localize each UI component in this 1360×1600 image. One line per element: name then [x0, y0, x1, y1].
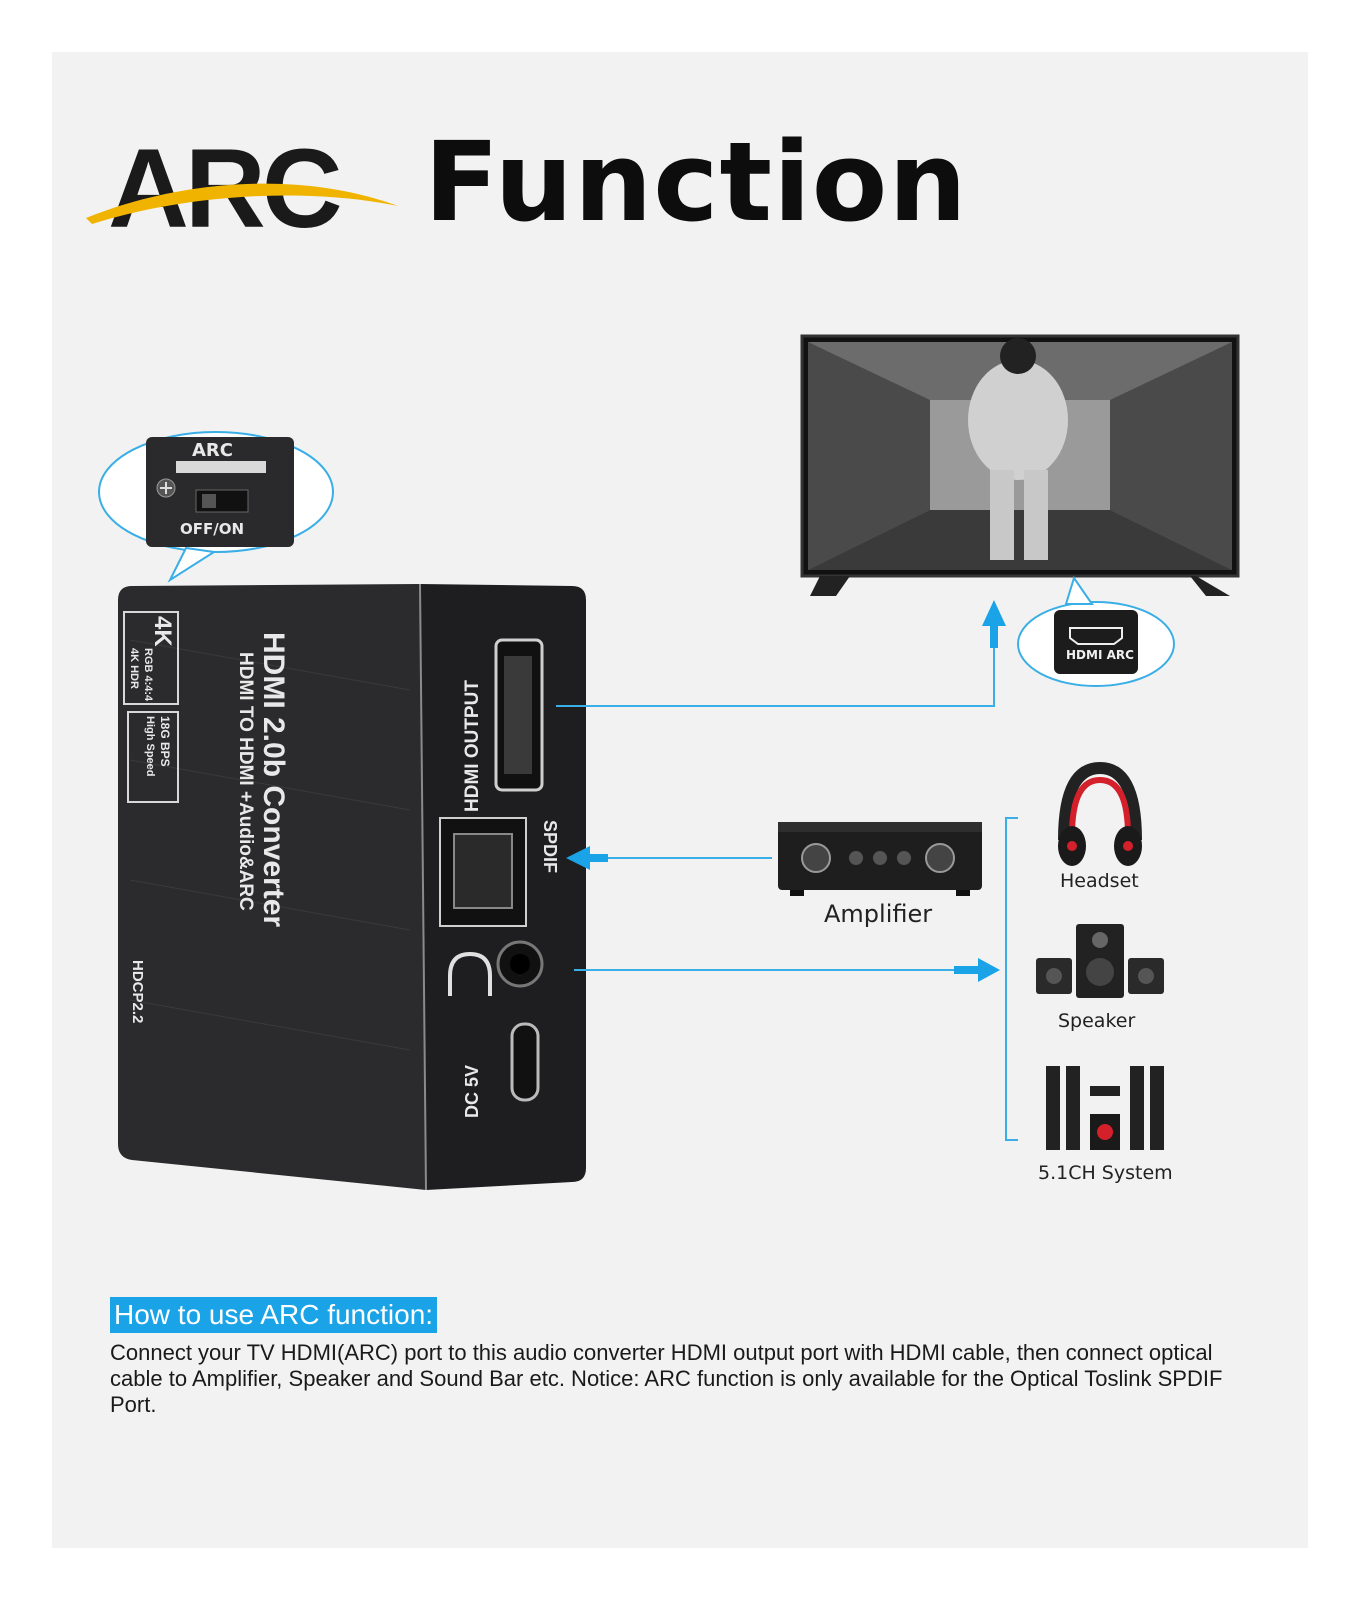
- device-4k-badge: 4K: [149, 616, 176, 647]
- speaker-label: Speaker: [1058, 1010, 1136, 1032]
- switch-arc-label: ARC: [192, 440, 234, 461]
- switch-state-label: OFF/ON: [180, 520, 245, 538]
- hdmi-arc-label: HDMI ARC: [1066, 648, 1134, 662]
- device-subtitle: HDMI TO HDMI +Audio&ARC: [235, 652, 256, 911]
- speaker-icon: [1036, 924, 1164, 998]
- arc-swoosh-icon: [86, 183, 398, 224]
- device-speed-label: 18G BPS: [158, 716, 172, 767]
- arrow-right-icon: [954, 958, 1000, 982]
- device-highspeed-label: High Speed: [144, 716, 156, 777]
- switch-callout: [98, 431, 334, 583]
- device-name: HDMI 2.0b Converter: [257, 632, 290, 928]
- amplifier-device: [778, 822, 982, 896]
- device-rgb-label: RGB 4:4:4: [142, 648, 154, 702]
- instructions-body: Connect your TV HDMI(ARC) port to this a…: [110, 1340, 1223, 1417]
- arrow-up-icon: [982, 600, 1006, 648]
- port-hdmi-output-label: HDMI OUTPUT: [462, 680, 483, 812]
- headset-icon: [1058, 761, 1142, 866]
- hdmi-port-icon: [1069, 627, 1123, 645]
- tv-callout: [1017, 575, 1175, 687]
- title-function: Function: [424, 118, 968, 246]
- headset-label: Headset: [1060, 870, 1139, 892]
- surround-system-icon: [1046, 1066, 1164, 1150]
- television: [800, 334, 1240, 596]
- arrow-left-icon: [566, 846, 608, 870]
- connection-lines: [556, 622, 1018, 1141]
- port-spdif-label: SPDIF: [540, 820, 560, 874]
- port-dc-label: DC 5V: [462, 1064, 482, 1118]
- amplifier-label: Amplifier: [824, 900, 933, 928]
- surround-system-label: 5.1CH System: [1038, 1162, 1173, 1184]
- device-hdcp-label: HDCP2.2: [129, 960, 146, 1024]
- instructions-heading: How to use ARC function:: [110, 1297, 438, 1333]
- device-hdr-label: 4K HDR: [128, 648, 140, 689]
- converter-device: [118, 583, 586, 1191]
- headphone-icon: [448, 951, 492, 996]
